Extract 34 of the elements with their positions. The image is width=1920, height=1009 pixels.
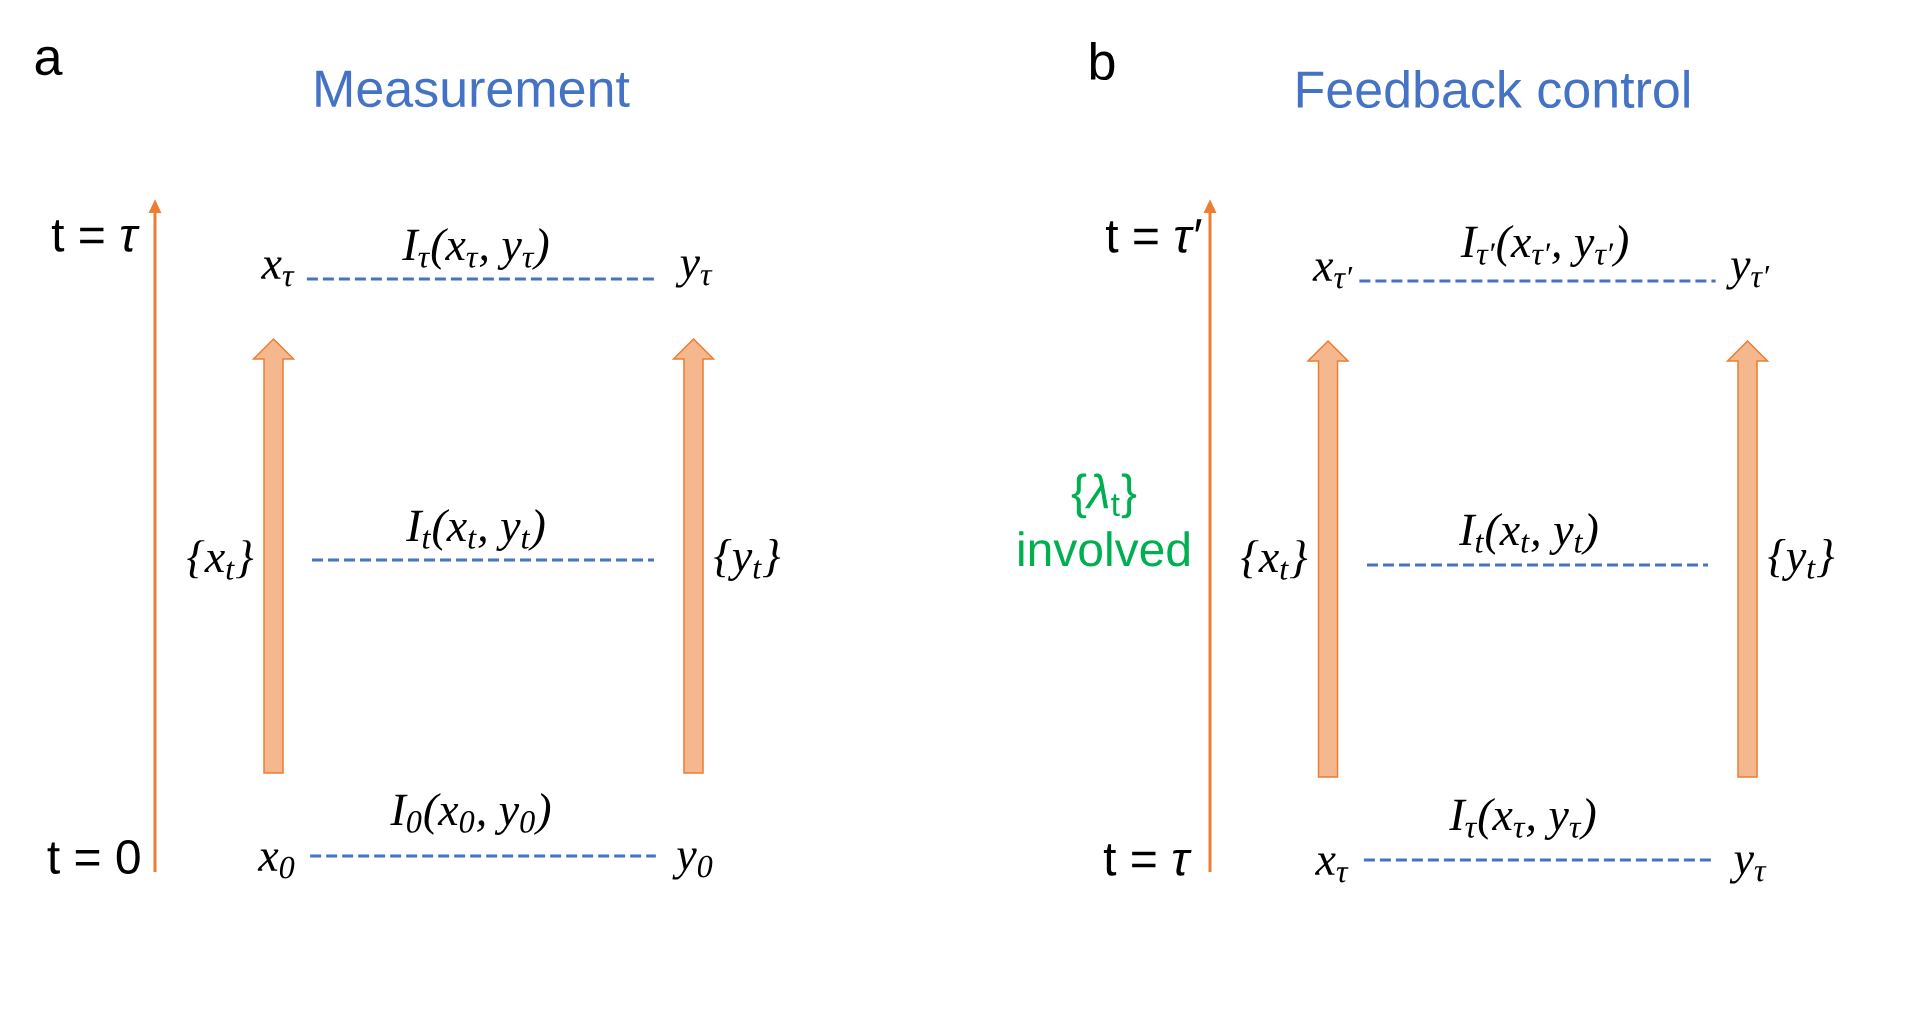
edge-label: {y$_{t}$} [1763, 535, 1839, 585]
panel-title: Feedback control [1297, 69, 1689, 109]
variable-label: y$_{τ′}$ [1726, 258, 1770, 290]
block-arrow [251, 337, 296, 774]
variable-label: x$_{τ′}$ [1312, 259, 1353, 289]
block-arrow [1306, 339, 1350, 778]
line-label: I$_{t}$(x$_{t}$, y$_{t}$) [406, 509, 545, 551]
variable-label: x$_{τ}$ [1315, 853, 1349, 883]
edge-label: {y$_{t}$} [709, 535, 785, 585]
time-label: t = τ′ [1106, 219, 1202, 253]
block-arrow [671, 337, 716, 774]
dashed-line [310, 854, 656, 858]
edge-label: {x$_{t}$} [182, 536, 258, 584]
edge-label: I$_{τ}$(x$_{τ}$, y$_{τ}$) [398, 224, 554, 274]
variable-label: x$_{τ}$ [261, 257, 295, 287]
edge-label: I$_{τ′}$(x$_{τ′}$, y$_{τ′}$) [1456, 221, 1634, 271]
edge-label: I$_{τ}$(x$_{τ}$, y$_{τ}$) [1445, 794, 1601, 844]
edge-label: {x$_{t}$} [1236, 536, 1312, 584]
variable-label: y$_{τ}$ [1729, 852, 1767, 884]
panel-title: Measurement [316, 70, 630, 108]
note-text: {λ$_{t}$} involved [1019, 473, 1189, 567]
edge-label: I$_{0}$(x$_{0}$, y$_{0}$) [386, 789, 556, 839]
variable-label: y$_{τ}$ [675, 256, 713, 288]
time-label: t = τ [1103, 844, 1192, 876]
panel-letter: a [35, 46, 63, 76]
variable-label: y$_{0}$ [672, 848, 713, 880]
dashed-line [1359, 279, 1716, 283]
line-label: I$_{t}$(x$_{t}$, y$_{t}$) [1459, 513, 1598, 555]
panel-letter: b [1090, 41, 1115, 81]
dashed-line [1363, 858, 1712, 862]
variable-label: x$_{0}$ [257, 849, 295, 879]
time-label: t = 0 [47, 840, 140, 874]
time-label: t = τ [51, 220, 140, 252]
block-arrow [1725, 339, 1770, 778]
